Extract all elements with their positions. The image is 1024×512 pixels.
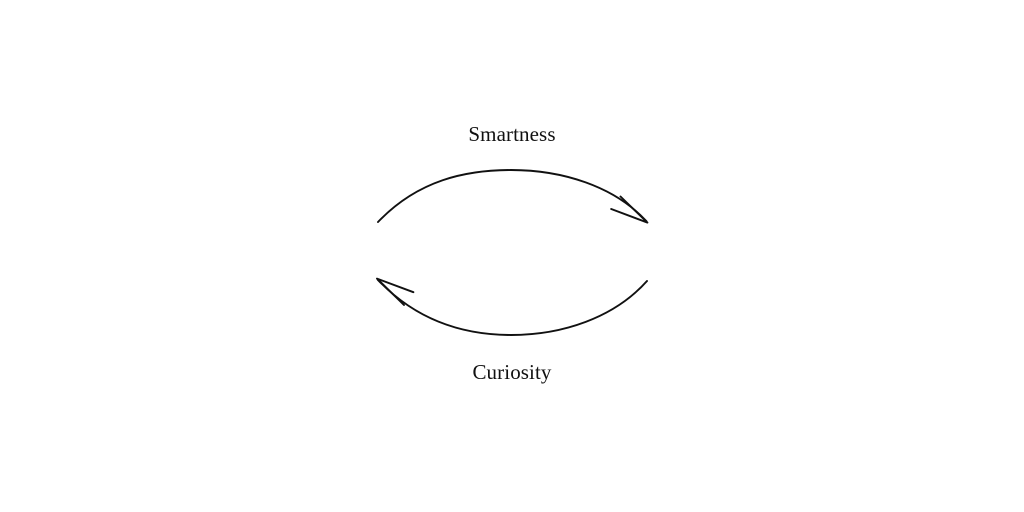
arrowhead-down-right-icon: [610, 195, 649, 224]
edge-smartness-to-curiosity-line: [377, 169, 648, 223]
edge-curiosity-to-smartness-line: [376, 278, 648, 336]
arrowhead-up-left-icon: [376, 277, 415, 306]
edge-curiosity-to-smartness: [376, 277, 648, 336]
node-label-curiosity: Curiosity: [472, 360, 552, 384]
node-label-smartness: Smartness: [468, 122, 556, 146]
edge-smartness-to-curiosity: [377, 169, 649, 224]
